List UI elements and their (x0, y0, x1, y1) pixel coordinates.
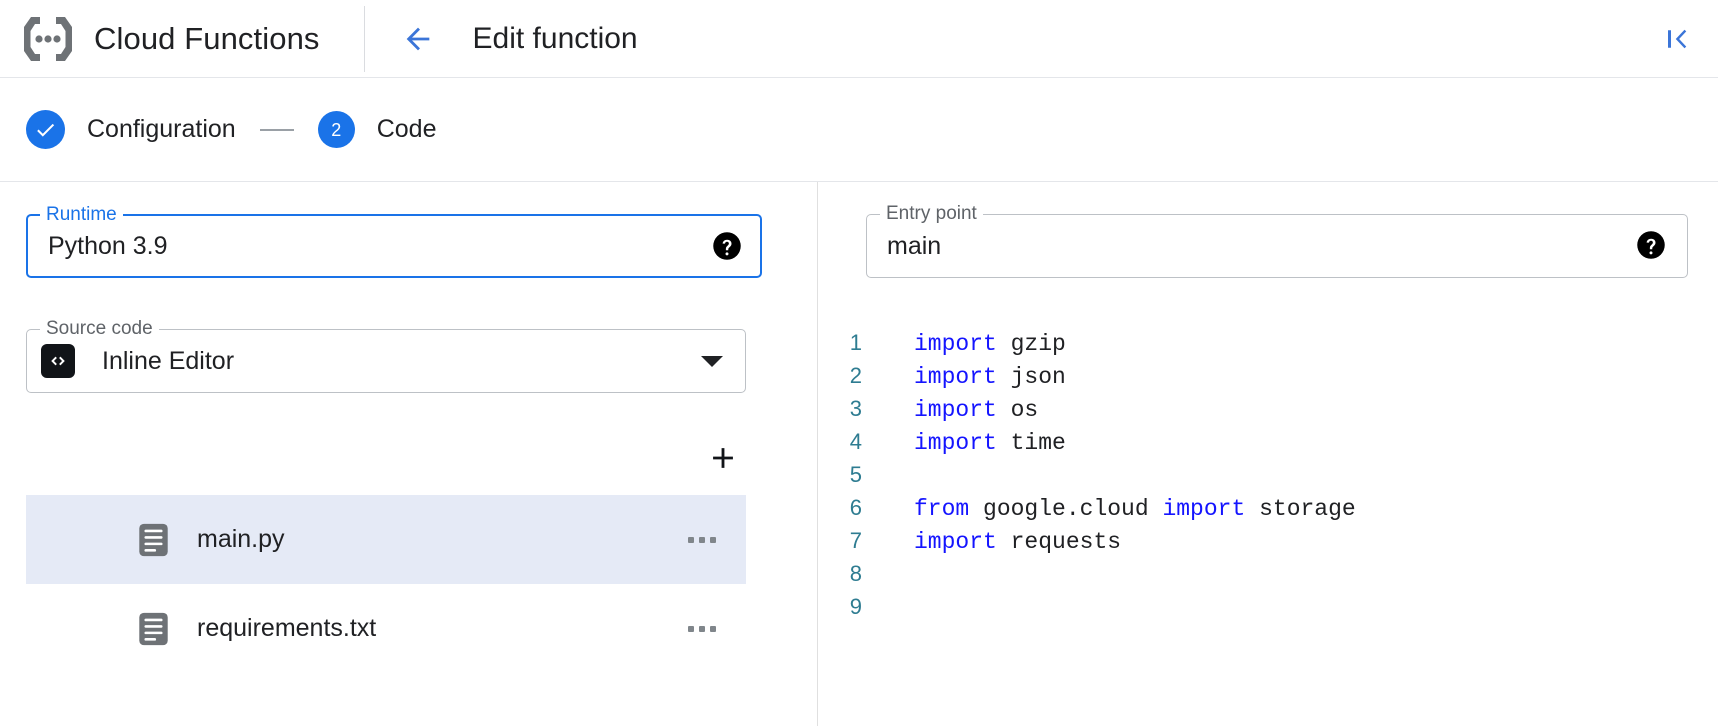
brand[interactable]: Cloud Functions (0, 0, 320, 77)
step-configuration[interactable]: Configuration (26, 110, 236, 149)
arrow-left-icon (406, 27, 429, 50)
file-name: main.py (197, 525, 285, 553)
runtime-label: Runtime (40, 205, 123, 225)
code-brackets-icon (41, 344, 75, 378)
collapse-panel-button[interactable] (1656, 17, 1700, 61)
step-configuration-label: Configuration (87, 115, 236, 143)
code-keyword: from (914, 496, 970, 522)
code-text: import requests (914, 526, 1121, 559)
line-number: 8 (849, 561, 862, 586)
code-keyword: import (914, 529, 997, 555)
entry-point-row: Entry point main (866, 204, 1688, 278)
help-circle-icon (1637, 231, 1665, 259)
code-line: 4 import time (818, 425, 1718, 458)
cloud-functions-brackets-icon (24, 16, 72, 61)
step-connector (259, 128, 294, 131)
runtime-row: Runtime Python 3.9 (26, 205, 766, 278)
entry-point-value: main (887, 231, 942, 260)
more-horizontal-icon[interactable] (688, 536, 716, 543)
code-token: google.cloud (969, 496, 1163, 522)
source-code-value: Inline Editor (102, 346, 235, 375)
file-list: main.py requirements.txt (26, 495, 746, 673)
runtime-help-button[interactable] (712, 231, 742, 266)
header-divider (363, 5, 365, 72)
step-code-indicator: 2 (317, 111, 355, 148)
code-token: gzip (996, 331, 1066, 357)
code-keyword: import (914, 331, 997, 357)
chevron-down-icon[interactable] (701, 355, 723, 367)
code-token: time (996, 430, 1066, 456)
line-number: 5 (849, 462, 862, 487)
step-code[interactable]: 2 Code (317, 111, 437, 148)
collapse-panel-left-icon (1668, 29, 1687, 48)
code-text: import time (914, 427, 1066, 460)
more-horizontal-icon[interactable] (688, 625, 716, 632)
entry-point-label: Entry point (880, 204, 983, 224)
code-keyword: import (1162, 496, 1246, 522)
code-token: json (996, 364, 1066, 390)
line-number: 1 (849, 330, 862, 355)
app-header: Cloud Functions Edit function (0, 0, 1718, 78)
code-text: import os (914, 394, 1038, 427)
runtime-select[interactable]: Runtime Python 3.9 (26, 205, 762, 278)
code-keyword: import (914, 364, 997, 390)
code-text: import json (914, 361, 1066, 394)
source-code-select[interactable]: Source code Inline Editor (26, 319, 746, 393)
step-code-label: Code (376, 115, 437, 143)
code-token: os (996, 397, 1039, 423)
source-code-label: Source code (40, 319, 159, 339)
code-text: import gzip (914, 328, 1066, 361)
add-file-button[interactable] (700, 435, 746, 481)
code-glyph (51, 356, 65, 366)
code-line: 6 from google.cloud import storage (818, 491, 1718, 524)
file-list-item-requirements-txt[interactable]: requirements.txt (26, 584, 746, 673)
check-icon (37, 123, 55, 137)
line-number: 2 (849, 363, 862, 388)
file-icon (139, 523, 168, 556)
entry-point-help-button[interactable] (1636, 230, 1666, 265)
code-editor[interactable]: 1 import gzip 2 import json 3 import os 4 impor… (818, 312, 1718, 726)
content-area: Runtime Python 3.9 Source code Inline Ed (0, 182, 1718, 726)
help-circle-icon (713, 232, 741, 260)
code-line: 1 import gzip (818, 326, 1718, 359)
code-line: 8 (818, 557, 1718, 590)
code-keyword: import (914, 397, 997, 423)
plus-icon (713, 448, 733, 468)
page-title: Edit function (472, 21, 638, 55)
code-token: storage (1245, 496, 1356, 522)
code-token: requests (996, 529, 1122, 555)
code-line: 5 (818, 458, 1718, 491)
file-icon (139, 612, 168, 645)
code-keyword: import (914, 430, 997, 456)
line-number: 3 (849, 396, 862, 421)
right-panel: Entry point main 1 import gzip 2 import jso… (818, 182, 1718, 726)
wizard-stepper: Configuration 2 Code (0, 78, 1718, 182)
line-number: 6 (849, 495, 862, 520)
left-panel: Runtime Python 3.9 Source code Inline Ed (0, 182, 818, 726)
step-configuration-indicator (26, 110, 65, 149)
entry-point-input[interactable]: Entry point main (866, 204, 1688, 278)
file-list-item-main-py[interactable]: main.py (26, 495, 746, 584)
code-line: 7 import requests (818, 524, 1718, 557)
line-number: 7 (849, 528, 862, 553)
line-number: 4 (849, 429, 862, 454)
code-text: from google.cloud import storage (914, 493, 1356, 526)
code-line: 2 import json (818, 359, 1718, 392)
line-number: 9 (849, 594, 862, 619)
step-code-number: 2 (331, 119, 342, 140)
runtime-value: Python 3.9 (48, 231, 168, 260)
code-line: 9 (818, 590, 1718, 623)
back-button[interactable] (396, 17, 440, 61)
file-name: requirements.txt (197, 614, 377, 642)
code-line: 3 import os (818, 392, 1718, 425)
header-actions (1656, 17, 1718, 61)
product-name: Cloud Functions (94, 20, 320, 56)
